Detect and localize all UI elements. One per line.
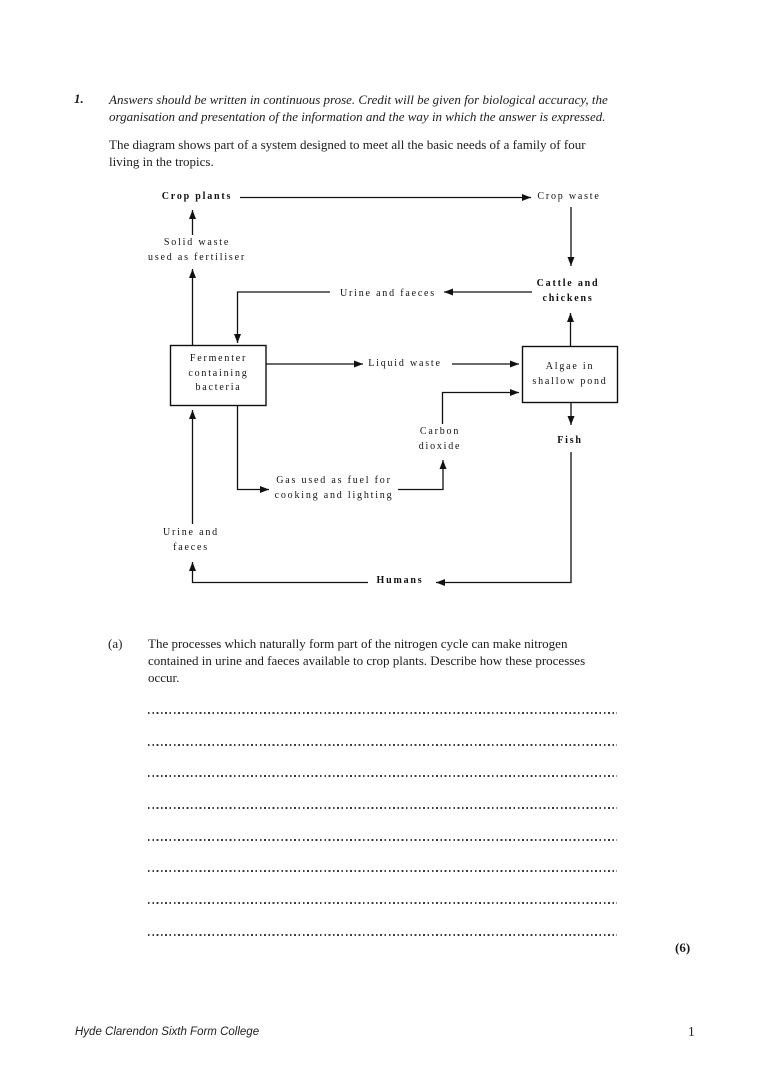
marks-badge: (6) bbox=[675, 940, 691, 955]
part-a-question: The processes which naturally form part … bbox=[148, 636, 586, 685]
answer-line bbox=[148, 838, 617, 841]
arrow-urine-faeces-to-fermenter bbox=[234, 291, 330, 343]
label-gas-fuel: Gas used as fuel for cooking and lightin… bbox=[274, 475, 394, 501]
label-algae-pond: Algae in shallow pond bbox=[532, 361, 608, 387]
answer-line bbox=[148, 933, 617, 936]
question-intro: The diagram shows part of a system desig… bbox=[109, 137, 586, 169]
label-fermenter: Fermenter containing bacteria bbox=[188, 353, 249, 393]
answer-line bbox=[148, 902, 617, 905]
label-fish: Fish bbox=[557, 435, 583, 446]
part-a-label: (a) bbox=[108, 636, 123, 651]
question-rubric: Answers should be written in continuous … bbox=[109, 92, 608, 124]
arrow-humans-to-urine-bottom bbox=[189, 562, 368, 584]
label-solid-waste-fertiliser: Solid waste used as fertiliser bbox=[148, 237, 246, 263]
answer-line bbox=[148, 870, 617, 873]
answer-line bbox=[148, 712, 617, 714]
arrow-carbon-dioxide-to-algae bbox=[441, 389, 519, 424]
answer-line bbox=[148, 775, 617, 778]
answer-lines bbox=[148, 712, 617, 966]
footer-school-name: Hyde Clarendon Sixth Form College bbox=[75, 1026, 260, 1038]
answer-line bbox=[148, 743, 617, 746]
footer-page-number: 1 bbox=[688, 1024, 695, 1039]
label-liquid-waste: Liquid waste bbox=[368, 358, 442, 369]
label-urine-faeces-bottom: Urine and faeces bbox=[163, 527, 219, 553]
label-crop-plants: Crop plants bbox=[161, 191, 233, 202]
label-urine-faeces-top: Urine and faeces bbox=[340, 288, 436, 299]
arrow-fish-to-humans bbox=[436, 452, 572, 586]
label-humans: Humans bbox=[376, 575, 424, 586]
label-carbon-dioxide: Carbon dioxide bbox=[418, 426, 462, 452]
question-number: 1. bbox=[74, 91, 84, 106]
label-cattle-chickens: Cattle and chickens bbox=[536, 278, 600, 304]
answer-line bbox=[148, 807, 617, 810]
label-crop-waste: Crop waste bbox=[537, 191, 601, 202]
